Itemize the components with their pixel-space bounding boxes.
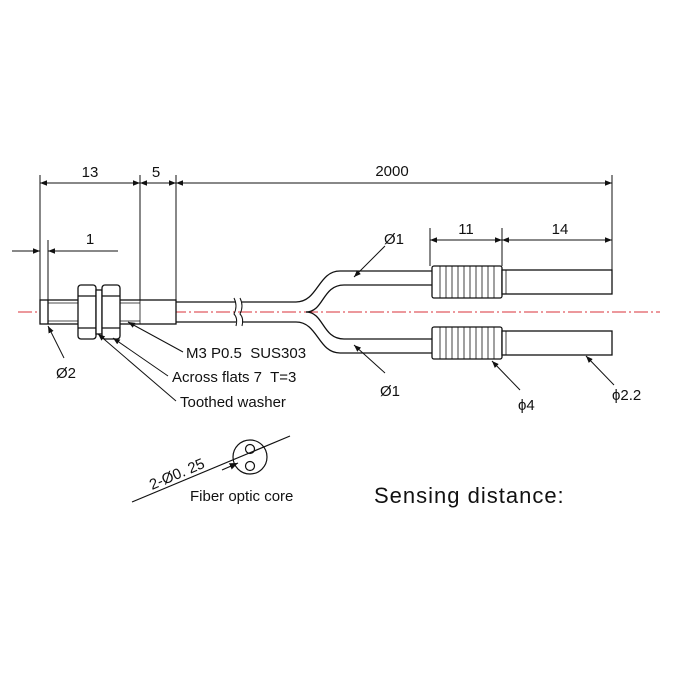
- callout-thread: M3 P0.5 SUS303: [186, 345, 306, 362]
- dim-14: 14: [552, 221, 569, 238]
- dim-2000: 2000: [375, 163, 408, 180]
- sensor-head: [39, 284, 177, 340]
- core-caption: Fiber optic core: [190, 488, 293, 505]
- callout-nut: Across flats 7 T=3: [172, 369, 296, 386]
- lower-sleeve: [431, 326, 613, 360]
- dim-dia-end: ϕ2.2: [612, 387, 641, 404]
- dim-dia-tip: Ø2: [56, 365, 76, 382]
- dimension-lines: [12, 175, 615, 402]
- dim-13: 13: [82, 164, 99, 181]
- dim-11: 11: [458, 221, 474, 238]
- dim-dia-sleeve: ϕ4: [518, 397, 535, 414]
- fiber-cable: [176, 270, 432, 354]
- dim-5: 5: [152, 164, 160, 181]
- sensing-distance-label: Sensing distance:: [374, 483, 565, 508]
- dim-dia-fiber-top: Ø1: [384, 231, 404, 248]
- dim-dia-fiber-bottom: Ø1: [380, 383, 400, 400]
- dim-1: 1: [86, 231, 94, 248]
- upper-sleeve: [431, 265, 613, 299]
- callout-washer: Toothed washer: [180, 394, 286, 411]
- fiber-core-detail: [131, 435, 291, 503]
